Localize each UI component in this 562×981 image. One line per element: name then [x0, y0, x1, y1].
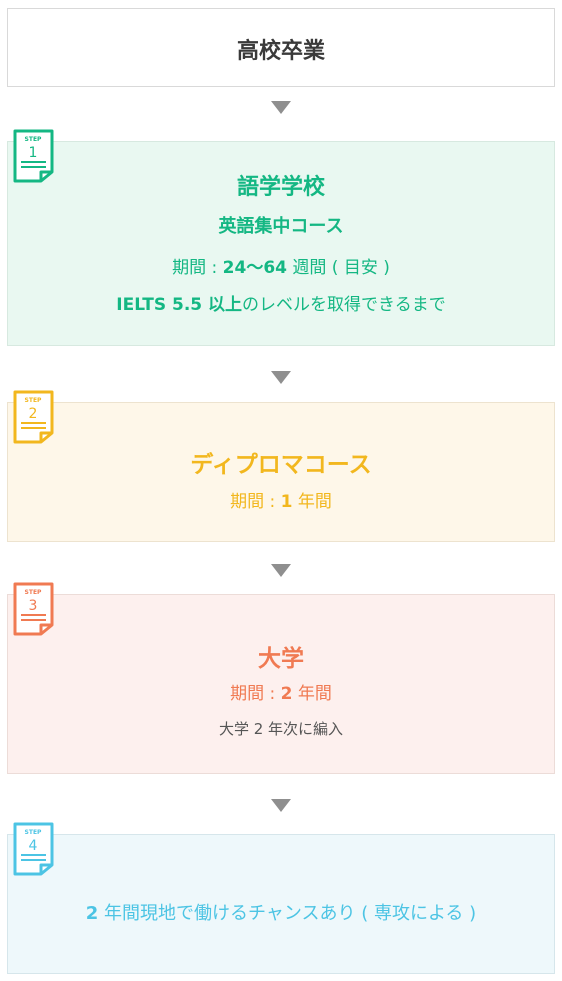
step-1-badge-label: STEP: [25, 136, 43, 143]
start-title: 高校卒業: [236, 39, 325, 64]
step-4-text: 2 年間現地で働けるチャンスあり ( 専攻による ): [8, 899, 554, 925]
step-3-period-prefix: 期間 :: [230, 684, 281, 704]
step-2-period: 期間 : 1 年間: [8, 487, 554, 512]
step-4-box: 2 年間現地で働けるチャンスあり ( 専攻による ): [7, 834, 555, 974]
step-2-badge-number: 2: [29, 406, 38, 422]
step-1-badge-number: 1: [29, 145, 38, 161]
step-1-title: 語学学校: [236, 175, 325, 200]
down-arrow-icon: [271, 101, 291, 114]
step-1-req-bold: IELTS 5.5 以上: [116, 295, 243, 315]
step-1-subtitle: 英語集中コース: [218, 216, 344, 237]
step-2-period-prefix: 期間 :: [230, 492, 281, 512]
step-3-title: 大学: [258, 646, 304, 672]
step-3-box: 大学 期間 : 2 年間 大学 2 年次に編入: [7, 594, 555, 774]
step-1-box: 語学学校 英語集中コース 期間 : 24〜64 週間 ( 目安 ) IELTS …: [7, 141, 555, 346]
step-4-badge-label: STEP: [25, 829, 43, 836]
step-1-requirement: IELTS 5.5 以上のレベルを取得できるまで: [8, 290, 554, 315]
step-2-badge-icon: STEP 2: [12, 389, 56, 445]
step-4-badge-icon: STEP 4: [12, 821, 56, 877]
step-1-period: 期間 : 24〜64 週間 ( 目安 ): [8, 253, 554, 278]
step-1-period-suffix: 週間 ( 目安 ): [286, 258, 390, 278]
step-1-period-prefix: 期間 :: [172, 258, 223, 278]
down-arrow-icon: [271, 564, 291, 577]
step-2-badge-label: STEP: [25, 397, 43, 404]
step-3-badge-number: 3: [29, 598, 38, 614]
step-3-period: 期間 : 2 年間: [8, 679, 554, 704]
step-3-badge-icon: STEP 3: [12, 581, 56, 637]
step-4-text-rest: 年間現地で働けるチャンスあり ( 専攻による ): [98, 903, 477, 924]
step-2-title: ディプロマコース: [190, 452, 372, 478]
step-1-req-rest: のレベルを取得できるまで: [242, 295, 446, 315]
step-3-note: 大学 2 年次に編入: [218, 720, 344, 738]
step-4-text-bold: 2: [85, 903, 99, 924]
step-2-period-suffix: 年間: [292, 492, 332, 512]
step-1-period-value: 24〜64: [222, 258, 287, 278]
start-box: 高校卒業: [7, 8, 555, 87]
down-arrow-icon: [271, 371, 291, 384]
step-1-badge-icon: STEP 1: [12, 128, 56, 184]
step-2-period-value: 1: [280, 492, 293, 512]
step-3-period-value: 2: [280, 684, 293, 704]
step-2-box: ディプロマコース 期間 : 1 年間: [7, 402, 555, 542]
step-3-badge-label: STEP: [25, 589, 43, 596]
step-3-period-suffix: 年間: [292, 684, 332, 704]
step-4-badge-number: 4: [29, 838, 38, 854]
down-arrow-icon: [271, 799, 291, 812]
